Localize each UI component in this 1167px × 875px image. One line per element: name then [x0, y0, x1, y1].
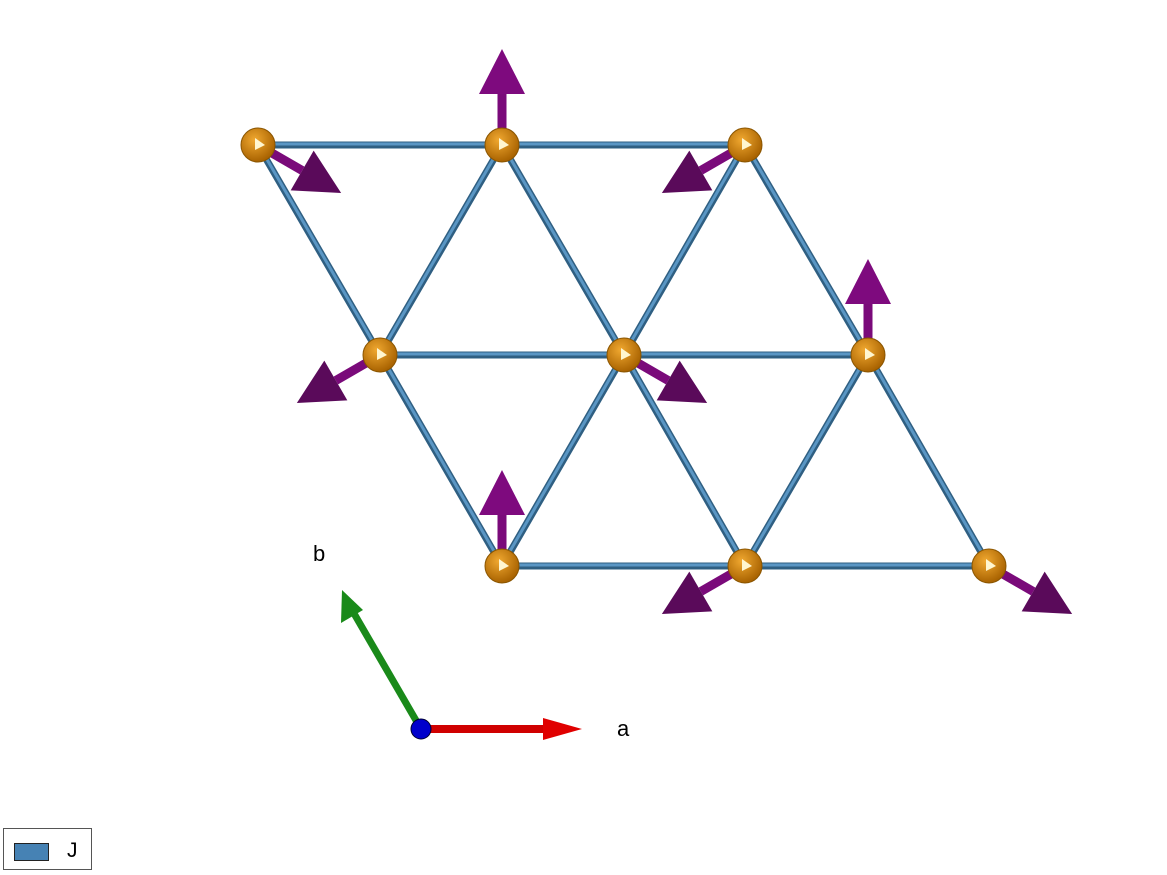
spin-arrow-head	[479, 470, 525, 515]
axis-c-dot	[410, 718, 432, 740]
spin-arrow-head	[656, 360, 708, 403]
atom	[606, 337, 642, 373]
bond-j-highlight	[743, 353, 870, 566]
bond-j-highlight	[256, 143, 382, 355]
axes-triad	[341, 590, 582, 740]
spin-arrow-head	[479, 49, 525, 94]
atom	[240, 127, 276, 163]
axis-b-head	[341, 590, 363, 623]
atom	[727, 127, 763, 163]
atom	[971, 548, 1007, 584]
legend-label-j: J	[67, 839, 78, 862]
axis-a-label: a	[617, 716, 630, 741]
bond-j-highlight	[866, 353, 991, 566]
spin-arrow-head	[1021, 571, 1073, 614]
bond-j-highlight	[622, 353, 747, 566]
atom	[484, 548, 520, 584]
atom	[850, 337, 886, 373]
spin-arrow-head	[845, 259, 891, 304]
axis-a-head	[543, 718, 582, 740]
legend: J	[3, 828, 92, 870]
bond-j-highlight	[500, 353, 626, 566]
bond-j-highlight	[622, 143, 747, 355]
atom	[727, 548, 763, 584]
spin-arrow-head	[290, 150, 342, 193]
bond-j-highlight	[500, 143, 626, 355]
atom	[362, 337, 398, 373]
axis-b-arrow	[348, 608, 425, 731]
legend-swatch-j	[14, 843, 49, 861]
bond-j-highlight	[743, 143, 870, 355]
axis-b-label: b	[313, 541, 326, 566]
spin-arrow-head	[661, 150, 713, 193]
bond-j-highlight	[378, 353, 504, 566]
spin-arrow-head	[661, 571, 713, 614]
spin-arrow-head	[296, 360, 348, 403]
bond-j-highlight	[378, 143, 504, 355]
atom	[484, 127, 520, 163]
